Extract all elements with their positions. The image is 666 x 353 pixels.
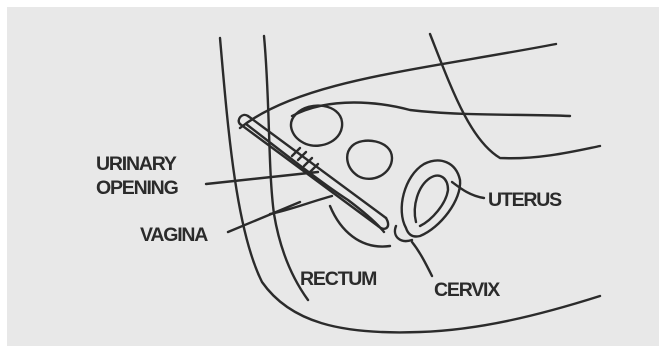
urinary-leader bbox=[206, 172, 318, 184]
bladder-shape bbox=[291, 106, 342, 146]
label-urinary-line1: URINARY bbox=[96, 153, 177, 175]
label-uterus: UTERUS bbox=[488, 189, 562, 211]
uterus-outline bbox=[402, 161, 460, 237]
back-outline bbox=[220, 38, 600, 332]
label-cervix: CERVIX bbox=[434, 279, 500, 301]
bladder-bulge bbox=[347, 141, 392, 179]
label-vagina: VAGINA bbox=[140, 224, 208, 246]
cervix-leader bbox=[412, 242, 432, 276]
label-rectum: RECTUM bbox=[300, 268, 376, 290]
label-urinary-line2: OPENING bbox=[96, 177, 178, 199]
